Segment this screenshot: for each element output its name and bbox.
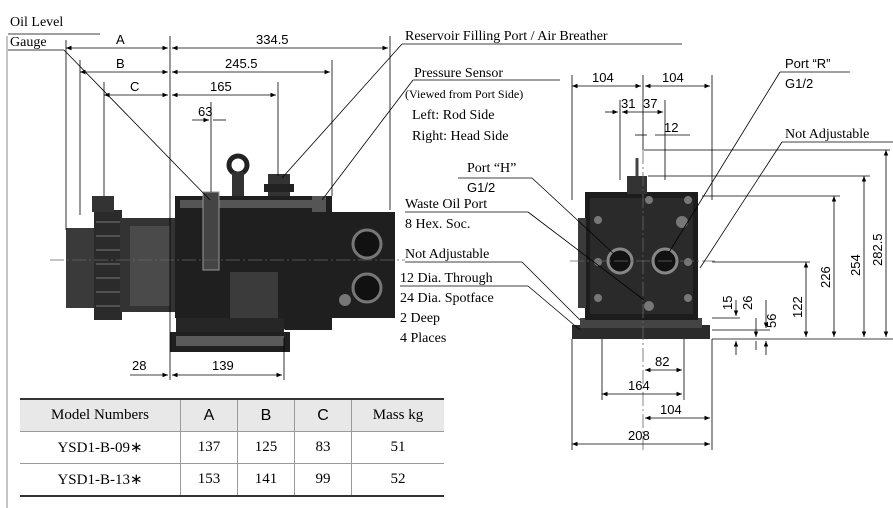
- dim-334-5: 334.5: [256, 32, 289, 47]
- cell-model: YSD1-B-09∗: [20, 431, 181, 464]
- dim-82: 82: [655, 354, 669, 369]
- dim-B: B: [116, 56, 125, 71]
- dim-122: 122: [790, 296, 805, 318]
- table-row: YSD1-B-09∗ 137 125 83 51: [20, 431, 444, 464]
- pump-front-view: [570, 150, 715, 450]
- dim-226: 226: [818, 266, 833, 288]
- oil-level-label-1: Oil Level: [10, 15, 63, 30]
- dim-26: 26: [740, 296, 755, 310]
- port-h-size: G1/2: [467, 180, 495, 195]
- pump-side-view: [50, 153, 405, 352]
- cell-a: 137: [180, 431, 238, 464]
- dim-15: 15: [720, 296, 735, 310]
- table-row: YSD1-B-13∗ 153 141 99 52: [20, 463, 444, 497]
- dim-12: 12: [664, 120, 678, 135]
- cell-model: YSD1-B-13∗: [20, 463, 181, 497]
- dim-254: 254: [848, 254, 863, 276]
- port-r-label: Port “R”: [785, 56, 831, 71]
- dim-282-5: 282.5: [870, 233, 885, 266]
- not-adjustable-right-label: Not Adjustable: [785, 127, 869, 142]
- reservoir-label: Reservoir Filling Port / Air Breather: [405, 29, 608, 44]
- cell-mass: 51: [351, 431, 444, 464]
- dim-165: 165: [210, 79, 232, 94]
- table-header-row: Model Numbers A B C Mass kg: [20, 398, 444, 432]
- mount-hole-line-2: 24 Dia. Spotface: [400, 291, 494, 306]
- header-b: B: [237, 398, 295, 432]
- dim-28: 28: [132, 358, 146, 373]
- dim-63: 63: [198, 104, 212, 119]
- dim-245-5: 245.5: [225, 56, 258, 71]
- oil-level-label-2: Gauge: [10, 35, 47, 50]
- mount-hole-line-3: 2 Deep: [400, 311, 440, 326]
- side-dimension-lines: [8, 33, 682, 380]
- header-a: A: [180, 398, 238, 432]
- header-mass: Mass kg: [351, 398, 444, 432]
- pressure-sensor-label: Pressure Sensor: [414, 66, 503, 81]
- cell-c: 83: [294, 431, 352, 464]
- dim-208: 208: [628, 428, 650, 443]
- front-dimension-lines: [400, 71, 893, 450]
- header-c: C: [294, 398, 352, 432]
- port-h-label: Port “H”: [467, 161, 516, 176]
- dim-104-bottom: 104: [660, 402, 682, 417]
- header-model: Model Numbers: [20, 398, 181, 432]
- dim-37: 37: [643, 96, 657, 111]
- cell-b: 141: [237, 463, 295, 497]
- cell-c: 99: [294, 463, 352, 497]
- cell-a: 153: [180, 463, 238, 497]
- dim-C: C: [130, 79, 139, 94]
- dim-56: 56: [764, 314, 779, 328]
- hex-soc-label: 8 Hex. Soc.: [405, 217, 470, 232]
- not-adjustable-left-label: Not Adjustable: [405, 247, 489, 262]
- cell-mass: 52: [351, 463, 444, 497]
- left-rod-label: Left: Rod Side: [412, 108, 494, 123]
- port-r-size: G1/2: [785, 76, 813, 91]
- dim-139: 139: [212, 358, 234, 373]
- dim-A: A: [116, 32, 125, 47]
- mount-hole-line-4: 4 Places: [400, 331, 446, 346]
- dim-104-left: 104: [592, 70, 614, 85]
- waste-oil-label: Waste Oil Port: [405, 197, 487, 212]
- mount-hole-line-1: 12 Dia. Through: [400, 271, 493, 286]
- dim-31: 31: [621, 96, 635, 111]
- viewed-from-label: (Viewed from Port Side): [405, 87, 523, 101]
- model-table: Model Numbers A B C Mass kg YSD1-B-09∗ 1…: [20, 398, 444, 497]
- cell-b: 125: [237, 431, 295, 464]
- dim-104-right: 104: [662, 70, 684, 85]
- dim-164: 164: [628, 378, 650, 393]
- right-head-label: Right: Head Side: [412, 129, 508, 144]
